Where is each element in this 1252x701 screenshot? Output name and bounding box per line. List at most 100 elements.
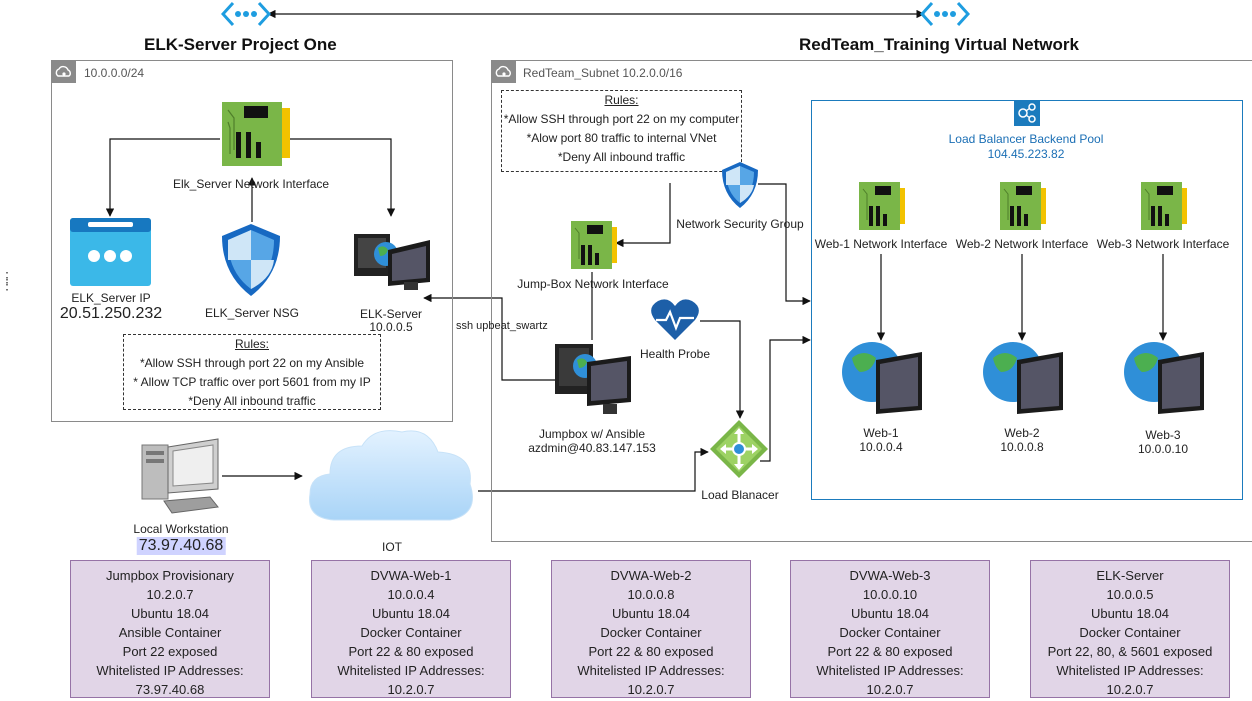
web3-ip: 10.0.0.10	[1137, 442, 1189, 456]
card-line: Port 22, 80, & 5601 exposed	[1047, 644, 1213, 659]
health-heart-icon	[651, 299, 699, 340]
redteam-rule-line: *Deny All inbound traffic	[557, 150, 686, 164]
card-line: 10.2.0.7	[146, 587, 194, 602]
elk-server-label: ELK-Server	[359, 307, 423, 321]
elk-server-ip: 10.0.0.5	[369, 320, 413, 334]
public-ip-icon	[70, 218, 151, 286]
redteam-rule-line: *Allow SSH through port 22 on my compute…	[503, 112, 740, 126]
elk-rules-box: Rules: *Allow SSH through port 22 on my …	[123, 334, 381, 410]
backend-pool-ip: 104.45.223.82	[987, 147, 1065, 161]
internet-cloud-icon	[309, 430, 473, 521]
web2-name: Web-2	[1004, 426, 1040, 440]
card-line: Docker Container	[360, 625, 462, 640]
load-balancer-icon	[710, 420, 768, 478]
card-line: Ubuntu 18.04	[1090, 606, 1170, 621]
elk-nsg-label: ELK_Server NSG	[204, 306, 300, 320]
web2-nic-label: Web-2 Network Interface	[955, 237, 1089, 251]
card-line: Whitelisted IP Addresses:	[1056, 663, 1204, 678]
web2-ip: 10.0.0.8	[1000, 440, 1044, 454]
elk-rule-line: *Deny All inbound traffic	[188, 394, 316, 408]
nsg-to-pool-arrow	[758, 183, 811, 306]
card-line: 10.0.0.4	[387, 587, 435, 602]
elk-project-title: ELK-Server Project One	[144, 35, 337, 54]
lb-to-pool-arrow	[760, 335, 811, 462]
cloud-to-lb-arrow	[478, 447, 709, 492]
card-line: DVWA-Web-2	[610, 568, 692, 583]
web1-name: Web-1	[863, 426, 899, 440]
elk-nic-label: Elk_Server Network Interface	[173, 177, 330, 191]
card-line: Docker Container	[600, 625, 702, 640]
card-line: Port 22 & 80 exposed	[348, 644, 474, 659]
probe-to-lb-arrow	[700, 320, 745, 419]
card-line: Ansible Container	[118, 625, 222, 640]
network-interface-card-icon	[1141, 182, 1187, 230]
card-line: Whitelisted IP Addresses:	[816, 663, 964, 678]
elk-rule-line: *Allow SSH through port 22 on my Ansible	[139, 356, 365, 370]
workstation-label: Local Workstation	[133, 522, 229, 536]
redteam-network-title: RedTeam_Training Virtual Network	[799, 35, 1079, 54]
network-interface-card-icon	[1000, 182, 1046, 230]
card-line: Ubuntu 18.04	[371, 606, 451, 621]
shield-icon	[722, 162, 758, 208]
card-line: 10.0.0.5	[1106, 587, 1154, 602]
network-interface-card-icon	[571, 221, 617, 269]
card-line: Ubuntu 18.04	[850, 606, 930, 621]
jumpbox-label: Jumpbox w/ Ansible	[538, 427, 646, 441]
elk-rules-heading: Rules:	[234, 337, 269, 351]
workstation-ip: 73.97.40.68	[136, 537, 226, 555]
redteam-subnet-container	[491, 60, 1252, 542]
card-line: Jumpbox Provisionary	[106, 568, 234, 583]
nsg-to-jumpnic-arrow	[615, 183, 671, 248]
card-line: 10.2.0.7	[1106, 682, 1154, 697]
card-line: Whitelisted IP Addresses:	[577, 663, 725, 678]
virtual-machine-icon	[354, 234, 430, 290]
elk-ip-value: 20.51.250.232	[59, 305, 163, 322]
health-probe-label: Health Probe	[639, 347, 711, 361]
redteam-rules-heading: Rules:	[604, 93, 639, 107]
card-line: 10.0.0.10	[862, 587, 918, 602]
web3-nic-label: Web-3 Network Interface	[1096, 237, 1230, 251]
elk-ip-label: ELK_Server IP	[71, 291, 151, 305]
virtual-machine-icon	[555, 344, 631, 414]
elk-cidr-label: 10.0.0.0/24	[84, 66, 145, 80]
card-line: DVWA-Web-1	[370, 568, 452, 583]
backend-pool-title: Load Balancer Backend Pool	[948, 132, 1104, 146]
card-line: Port 22 & 80 exposed	[827, 644, 953, 659]
card-line: 10.0.0.8	[627, 587, 675, 602]
card-line: Ubuntu 18.04	[130, 606, 210, 621]
vnet-icon	[920, 1, 970, 27]
elk-rule-line: * Allow TCP traffic over port 5601 from …	[133, 375, 371, 389]
card-line: Whitelisted IP Addresses:	[337, 663, 485, 678]
cloud-label: IOT	[382, 540, 402, 554]
card-line: Docker Container	[839, 625, 941, 640]
web1-nic-label: Web-1 Network Interface	[814, 237, 948, 251]
jumpbox-user: azdmin@40.83.147.153	[528, 441, 656, 455]
web3-name: Web-3	[1145, 428, 1181, 442]
network-interface-card-icon	[222, 102, 290, 166]
redteam-nsg-label: Network Security Group	[676, 217, 804, 231]
network-interface-card-icon	[859, 182, 905, 230]
shield-icon	[222, 224, 280, 296]
side-handle-dots: ⋮⋮	[0, 269, 14, 292]
workstation-computer-icon	[141, 438, 219, 514]
card-line: 10.2.0.7	[627, 682, 675, 697]
card-line: DVWA-Web-3	[849, 568, 931, 583]
nic-to-elkserver-arrow	[290, 138, 396, 217]
elk-group-container	[51, 60, 453, 422]
card-line: 73.97.40.68	[135, 682, 205, 697]
vnet-icon	[221, 1, 271, 27]
web-server-globe-icon	[842, 342, 922, 414]
load-balancer-label: Load Blanacer	[701, 488, 779, 502]
card-line: Port 22 & 80 exposed	[588, 644, 714, 659]
card-line: Docker Container	[1079, 625, 1181, 640]
web-server-globe-icon	[1124, 342, 1204, 414]
card-line: 10.2.0.7	[387, 682, 435, 697]
redteam-subnet-label: RedTeam_Subnet 10.2.0.0/16	[523, 66, 683, 80]
nic-to-ip-arrow	[105, 138, 220, 217]
